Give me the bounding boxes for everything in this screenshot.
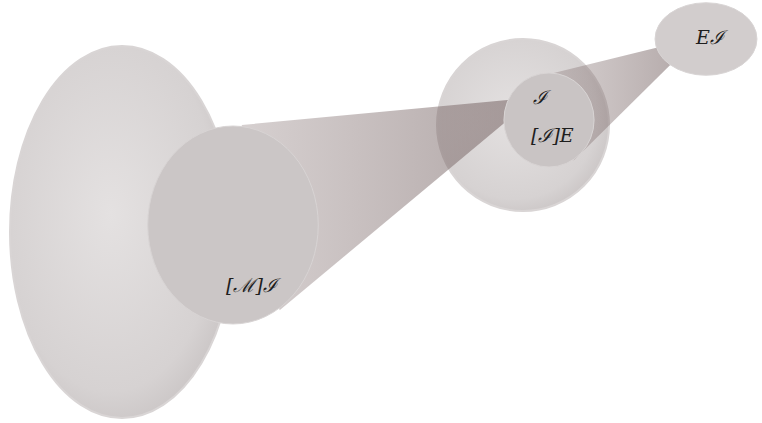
set-label: [ℐ]E — [531, 124, 574, 147]
set-label: Eℐ — [696, 26, 724, 49]
ellipse-shape — [503, 72, 595, 168]
ellipse-region: ℐ [ℐ]E — [503, 72, 595, 168]
ellipse-region: [ℳ]ℐ — [146, 124, 320, 326]
set-label: ℐ — [533, 86, 547, 109]
ellipse-region: Eℐ — [654, 2, 758, 76]
set-label: [ℳ]ℐ — [226, 274, 277, 297]
